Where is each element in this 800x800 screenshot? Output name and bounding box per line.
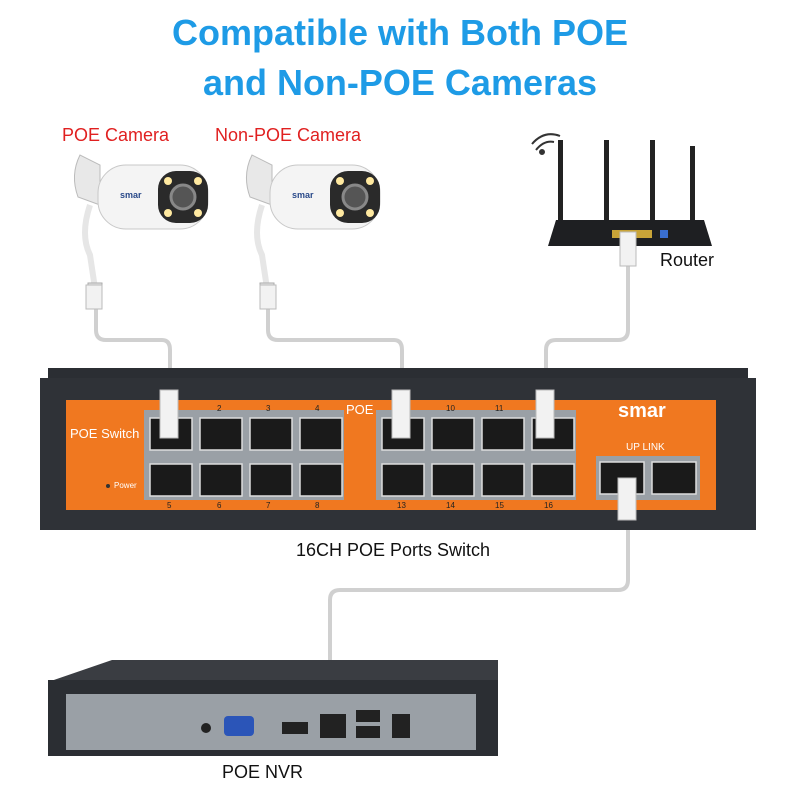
power-led	[106, 484, 110, 488]
port-number: 15	[495, 501, 504, 510]
port-number: 2	[217, 404, 222, 413]
switch-power-label: Power	[114, 481, 137, 490]
lan-port	[320, 714, 346, 738]
switch-brand: smar	[618, 400, 666, 422]
poe-camera-brand: smar	[120, 190, 142, 200]
port-number: 4	[315, 404, 320, 413]
usb-port-2	[356, 726, 380, 738]
port-number: 10	[446, 404, 455, 413]
switch-poe-label: POE	[346, 402, 374, 417]
port-number: 16	[544, 501, 553, 510]
dc-port	[392, 714, 410, 738]
port-number: 6	[217, 501, 222, 510]
wifi-icon	[531, 133, 561, 155]
hdmi-port	[282, 722, 308, 734]
port-number: 14	[446, 501, 455, 510]
router-label: Router	[660, 250, 715, 270]
poe-camera-label: POE Camera	[62, 125, 170, 145]
port-number: 8	[315, 501, 320, 510]
port-number: 7	[266, 501, 271, 510]
uplink-label: UP LINK	[626, 442, 665, 453]
port-number: 11	[495, 404, 504, 413]
nvr-label: POE NVR	[222, 762, 304, 782]
switch-panel-label: POE Switch	[70, 426, 140, 441]
cables	[94, 265, 630, 680]
port-number: 13	[397, 501, 406, 510]
switch-caption: 16CH POE Ports Switch	[296, 540, 491, 560]
port-number: 3	[266, 404, 271, 413]
cable-nvr	[328, 520, 630, 680]
port-number: 5	[167, 501, 172, 510]
usb-port-1	[356, 710, 380, 722]
poe-camera: smar	[74, 154, 209, 296]
router	[531, 133, 712, 246]
non-poe-camera: smar	[246, 154, 381, 296]
non-poe-camera-brand: smar	[292, 190, 314, 200]
cable-poe-camera	[94, 300, 172, 390]
vga-port	[224, 716, 254, 736]
poe-nvr	[48, 660, 498, 756]
non-poe-camera-label: Non-POE Camera	[215, 125, 362, 145]
cable-router	[544, 265, 630, 390]
title-line-2: and Non-POE Cameras	[202, 62, 598, 103]
title-line-1: Compatible with Both POE	[172, 12, 628, 53]
audio-port	[201, 723, 211, 733]
cable-non-poe-camera	[266, 300, 404, 390]
